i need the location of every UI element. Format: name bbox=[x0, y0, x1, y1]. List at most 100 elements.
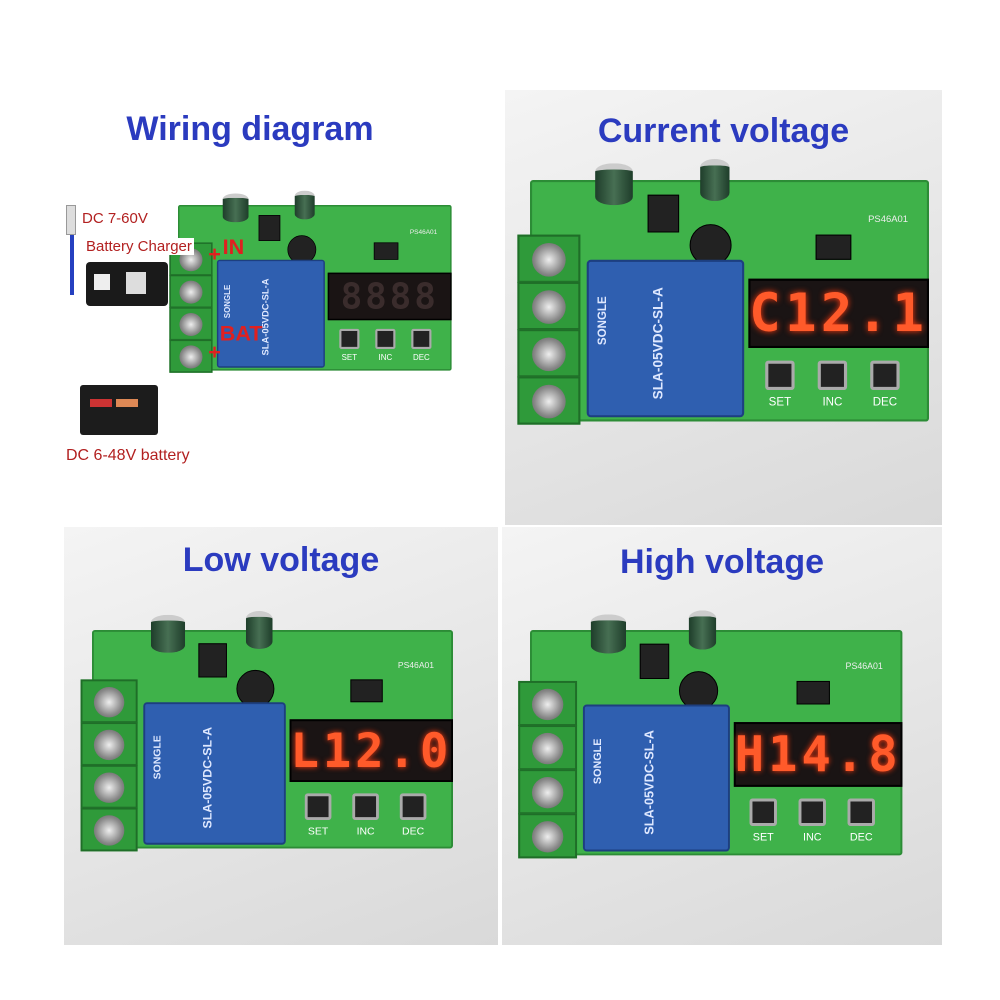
screw-icon bbox=[531, 777, 564, 809]
inc-button[interactable] bbox=[798, 798, 826, 826]
set-label: SET bbox=[341, 353, 358, 362]
capacitor bbox=[222, 193, 249, 223]
inc-button[interactable] bbox=[817, 360, 848, 390]
charger-wire bbox=[70, 235, 74, 295]
screw-icon bbox=[93, 729, 125, 761]
dec-label: DEC bbox=[872, 396, 898, 409]
inc-label: INC bbox=[378, 353, 393, 362]
screw-icon bbox=[179, 313, 203, 337]
screw-icon bbox=[531, 821, 564, 853]
screw-icon bbox=[532, 243, 566, 277]
panel-title: High voltage bbox=[619, 543, 825, 581]
seven-segment-display: 8888 bbox=[327, 272, 452, 321]
dec-label: DEC bbox=[402, 825, 425, 838]
dec-button[interactable] bbox=[411, 328, 432, 349]
pcb-label: PS46A01 bbox=[397, 660, 435, 670]
mcu-chip bbox=[350, 679, 383, 703]
screw-icon bbox=[531, 732, 564, 765]
screw-terminal bbox=[80, 807, 138, 852]
screw-terminal bbox=[517, 376, 581, 425]
pcb-label: PS46A01 bbox=[409, 228, 438, 236]
regulator-chip bbox=[198, 643, 227, 678]
screw-icon bbox=[93, 687, 125, 718]
seven-segment-display: C12.1 bbox=[748, 278, 929, 348]
charger-label: Battery Charger bbox=[84, 238, 194, 255]
charger-voltage-label: DC 7-60V bbox=[80, 210, 150, 227]
screw-terminal bbox=[517, 234, 581, 283]
pcb-label: PS46A01 bbox=[845, 661, 883, 672]
panel-title: Current voltage bbox=[597, 112, 850, 150]
panel-title: Low voltage bbox=[182, 541, 380, 579]
regulator-chip bbox=[639, 643, 670, 679]
plus-in: + bbox=[208, 242, 221, 267]
capacitor bbox=[245, 611, 273, 649]
set-button[interactable] bbox=[304, 793, 332, 820]
screw-terminal bbox=[518, 680, 578, 727]
dec-label: DEC bbox=[849, 831, 873, 844]
inductor bbox=[287, 235, 317, 265]
relay: SONGLE SLA-05VDC-SL-A bbox=[586, 259, 745, 418]
battery-charger-icon bbox=[86, 262, 168, 306]
screw-terminal bbox=[517, 281, 581, 331]
relay-model: SLA-05VDC-SL-A bbox=[200, 726, 215, 829]
screw-terminal bbox=[517, 329, 581, 378]
screw-terminal bbox=[169, 274, 213, 308]
in-label: IN bbox=[222, 235, 245, 259]
inc-button[interactable] bbox=[352, 793, 379, 820]
relay-model: SLA-05VDC-SL-A bbox=[649, 287, 666, 400]
set-button[interactable] bbox=[749, 798, 777, 826]
set-label: SET bbox=[768, 396, 792, 409]
inc-button[interactable] bbox=[375, 328, 396, 349]
capacitor bbox=[294, 190, 315, 220]
capacitor bbox=[590, 614, 627, 654]
relay: SONGLE SLA-05VDC-SL-A bbox=[143, 702, 286, 845]
screw-terminal bbox=[518, 725, 578, 771]
battery-label: DC 6-48V battery bbox=[64, 447, 192, 465]
regulator-chip bbox=[258, 215, 281, 241]
mcu-chip bbox=[796, 680, 830, 705]
screw-icon bbox=[93, 772, 125, 803]
capacitor bbox=[595, 163, 633, 206]
bat-label: BAT bbox=[219, 321, 263, 346]
screw-terminal bbox=[169, 307, 213, 341]
screw-icon bbox=[532, 290, 566, 324]
inductor bbox=[689, 224, 732, 267]
screw-icon bbox=[179, 280, 203, 304]
relay-brand: SONGLE bbox=[223, 284, 233, 319]
mcu-chip bbox=[815, 234, 852, 260]
screw-icon bbox=[532, 384, 566, 419]
inc-label: INC bbox=[802, 831, 822, 844]
screw-icon bbox=[93, 815, 125, 846]
inc-label: INC bbox=[356, 825, 375, 838]
screw-icon bbox=[179, 345, 203, 369]
seven-segment-display: L12.0 bbox=[289, 719, 453, 782]
set-button[interactable] bbox=[339, 328, 360, 349]
set-button[interactable] bbox=[765, 360, 795, 390]
relay-model: SLA-05VDC-SL-A bbox=[641, 730, 657, 835]
screw-icon bbox=[532, 337, 566, 372]
screw-terminal bbox=[518, 813, 578, 859]
set-label: SET bbox=[307, 825, 329, 838]
dec-button[interactable] bbox=[847, 798, 875, 826]
inductor bbox=[236, 669, 275, 708]
relay-brand: SONGLE bbox=[152, 735, 164, 780]
set-label: SET bbox=[752, 831, 774, 844]
mcu-chip bbox=[373, 242, 399, 260]
inc-label: INC bbox=[822, 396, 843, 409]
capacitor bbox=[700, 159, 730, 201]
screw-terminal bbox=[518, 769, 578, 815]
car-battery-icon bbox=[80, 385, 158, 435]
dec-button[interactable] bbox=[870, 360, 900, 390]
dec-label: DEC bbox=[412, 353, 430, 362]
dec-button[interactable] bbox=[399, 793, 427, 820]
relay-brand: SONGLE bbox=[596, 296, 609, 346]
regulator-chip bbox=[647, 194, 680, 233]
screw-terminal bbox=[80, 722, 138, 766]
screw-terminal bbox=[80, 679, 138, 724]
